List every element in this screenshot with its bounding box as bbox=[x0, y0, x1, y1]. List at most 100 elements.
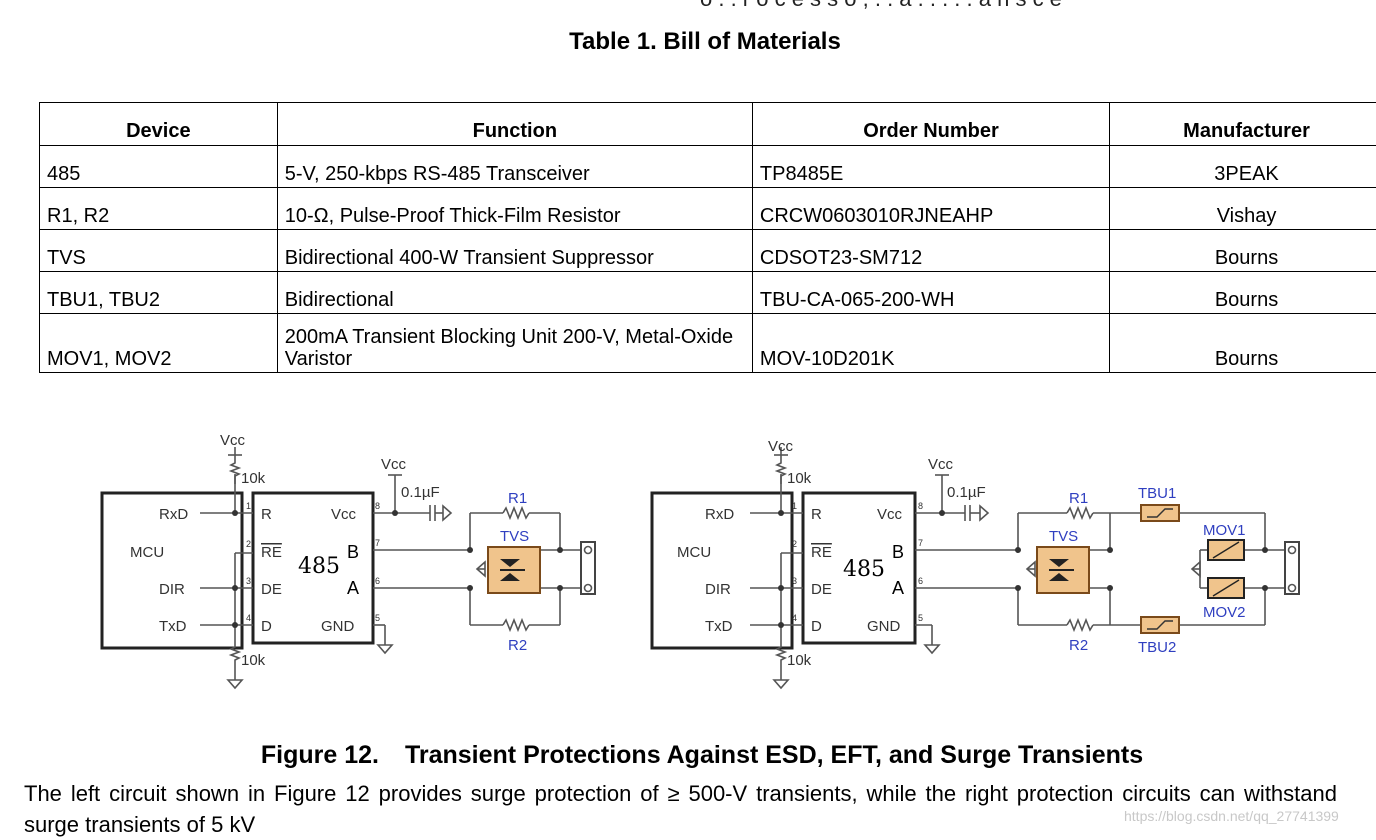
cell-function: Bidirectional bbox=[277, 272, 752, 314]
mcu-pin-label: RxD bbox=[159, 506, 188, 523]
cell-order-number: CDSOT23-SM712 bbox=[752, 230, 1109, 272]
capacitor-label: 0.1µF bbox=[947, 484, 986, 501]
capacitor-label: 0.1µF bbox=[401, 484, 440, 501]
mov2-label: MOV2 bbox=[1203, 604, 1246, 621]
chip-pin-label: RE bbox=[811, 544, 832, 561]
tbu1-icon bbox=[1141, 505, 1179, 521]
cell-order-number: MOV-10D201K bbox=[752, 314, 1109, 373]
cell-device: TBU1, TBU2 bbox=[40, 272, 278, 314]
column-header-function: Function bbox=[277, 103, 752, 146]
pin-number: 8 bbox=[375, 501, 380, 511]
tbu2-label: TBU2 bbox=[1138, 639, 1176, 656]
vcc-label: Vcc bbox=[768, 438, 794, 455]
chip-pin-label: R bbox=[261, 506, 272, 523]
cell-manufacturer: Bourns bbox=[1110, 314, 1376, 373]
cell-order-number: TP8485E bbox=[752, 146, 1109, 188]
chip-pin-label: GND bbox=[867, 618, 901, 635]
pin-number: 3 bbox=[792, 576, 797, 586]
table-header-row: Device Function Order Number Manufacture… bbox=[40, 103, 1376, 146]
column-header-order-number: Order Number bbox=[752, 103, 1109, 146]
cell-manufacturer: Vishay bbox=[1110, 188, 1376, 230]
chip-name: 485 bbox=[298, 554, 340, 579]
pin-number: 2 bbox=[792, 539, 797, 549]
cell-order-number: TBU-CA-065-200-WH bbox=[752, 272, 1109, 314]
pin-number: 1 bbox=[246, 501, 251, 511]
chip-pin-label: DE bbox=[811, 581, 832, 598]
column-header-device: Device bbox=[40, 103, 278, 146]
pin-number: 7 bbox=[918, 538, 923, 548]
header-clipped-text: o . . r o c e s s o , . . a . . . . . a … bbox=[700, 0, 1062, 12]
r1-label: R1 bbox=[1069, 490, 1088, 507]
vcc-label: Vcc bbox=[220, 432, 246, 449]
pin-number: 8 bbox=[918, 501, 923, 511]
mcu-label: MCU bbox=[677, 544, 711, 561]
cell-order-number: CRCW0603010RJNEAHP bbox=[752, 188, 1109, 230]
vcc-label: Vcc bbox=[381, 456, 407, 473]
chip-pin-label: D bbox=[811, 618, 822, 635]
bill-of-materials-table: Device Function Order Number Manufacture… bbox=[39, 102, 1376, 373]
pulldown-resistor-label: 10k bbox=[241, 652, 266, 669]
cell-manufacturer: Bourns bbox=[1110, 230, 1376, 272]
table-row: MOV1, MOV2 200mA Transient Blocking Unit… bbox=[40, 314, 1376, 373]
figure-caption: Figure 12. Transient Protections Against … bbox=[0, 741, 1376, 770]
chip-pin-label: D bbox=[261, 618, 272, 635]
cell-device: R1, R2 bbox=[40, 188, 278, 230]
tbu2-icon bbox=[1141, 617, 1179, 633]
cell-function: 10-Ω, Pulse-Proof Thick-Film Resistor bbox=[277, 188, 752, 230]
cell-function: 200mA Transient Blocking Unit 200-V, Met… bbox=[277, 314, 752, 373]
chip-name: 485 bbox=[843, 557, 885, 582]
bus-b-label: B bbox=[347, 542, 359, 562]
pullup-resistor-label: 10k bbox=[241, 470, 266, 487]
figure-title: Transient Protections Against ESD, EFT, … bbox=[405, 741, 1143, 769]
table-row: 485 5-V, 250-kbps RS-485 Transceiver TP8… bbox=[40, 146, 1376, 188]
r2-label: R2 bbox=[1069, 637, 1088, 654]
mcu-pin-label: DIR bbox=[705, 581, 731, 598]
figure-number: Figure 12. bbox=[261, 741, 379, 769]
pullup-resistor-label: 10k bbox=[787, 470, 812, 487]
tvs-label: TVS bbox=[1049, 528, 1078, 545]
chip-pin-label: Vcc bbox=[331, 506, 357, 523]
pin-number: 5 bbox=[918, 613, 923, 623]
pin-number: 6 bbox=[375, 576, 380, 586]
pin-number: 4 bbox=[792, 613, 797, 623]
chip-pin-label: RE bbox=[261, 544, 282, 561]
cell-manufacturer: Bourns bbox=[1110, 272, 1376, 314]
tbu1-label: TBU1 bbox=[1138, 485, 1176, 502]
r2-label: R2 bbox=[508, 637, 527, 654]
mcu-pin-label: DIR bbox=[159, 581, 185, 598]
pin-number: 1 bbox=[792, 501, 797, 511]
mcu-label: MCU bbox=[130, 544, 164, 561]
bus-a-label: A bbox=[892, 578, 904, 598]
table-row: R1, R2 10-Ω, Pulse-Proof Thick-Film Resi… bbox=[40, 188, 1376, 230]
watermark: https://blog.csdn.net/qq_27741399 bbox=[1124, 808, 1339, 824]
pin-number: 6 bbox=[918, 576, 923, 586]
pin-number: 7 bbox=[375, 538, 380, 548]
vcc-label: Vcc bbox=[928, 456, 954, 473]
cell-device: 485 bbox=[40, 146, 278, 188]
right-circuit-diagram: Vcc 10k 10k Vcc 0.1µF MCU RxD DIR TxD R … bbox=[645, 425, 1315, 700]
bus-a-label: A bbox=[347, 578, 359, 598]
r1-label: R1 bbox=[508, 490, 527, 507]
left-circuit-diagram: Vcc 10k 10k Vcc 0.1µF MCU RxD DIR TxD R … bbox=[95, 425, 615, 700]
pin-number: 5 bbox=[375, 613, 380, 623]
mcu-pin-label: TxD bbox=[159, 618, 187, 635]
cell-device: MOV1, MOV2 bbox=[40, 314, 278, 373]
column-header-manufacturer: Manufacturer bbox=[1110, 103, 1376, 146]
mcu-pin-label: TxD bbox=[705, 618, 733, 635]
table-row: TBU1, TBU2 Bidirectional TBU-CA-065-200-… bbox=[40, 272, 1376, 314]
pin-number: 2 bbox=[246, 539, 251, 549]
pin-number: 3 bbox=[246, 576, 251, 586]
table-row: TVS Bidirectional 400-W Transient Suppre… bbox=[40, 230, 1376, 272]
cell-function: Bidirectional 400-W Transient Suppressor bbox=[277, 230, 752, 272]
tvs-label: TVS bbox=[500, 528, 529, 545]
cell-manufacturer: 3PEAK bbox=[1110, 146, 1376, 188]
cell-function: 5-V, 250-kbps RS-485 Transceiver bbox=[277, 146, 752, 188]
chip-pin-label: R bbox=[811, 506, 822, 523]
bus-b-label: B bbox=[892, 542, 904, 562]
table-title: Table 1. Bill of Materials bbox=[0, 28, 1376, 56]
pulldown-resistor-label: 10k bbox=[787, 652, 812, 669]
chip-pin-label: Vcc bbox=[877, 506, 903, 523]
chip-pin-label: DE bbox=[261, 581, 282, 598]
chip-pin-label: GND bbox=[321, 618, 355, 635]
mcu-pin-label: RxD bbox=[705, 506, 734, 523]
